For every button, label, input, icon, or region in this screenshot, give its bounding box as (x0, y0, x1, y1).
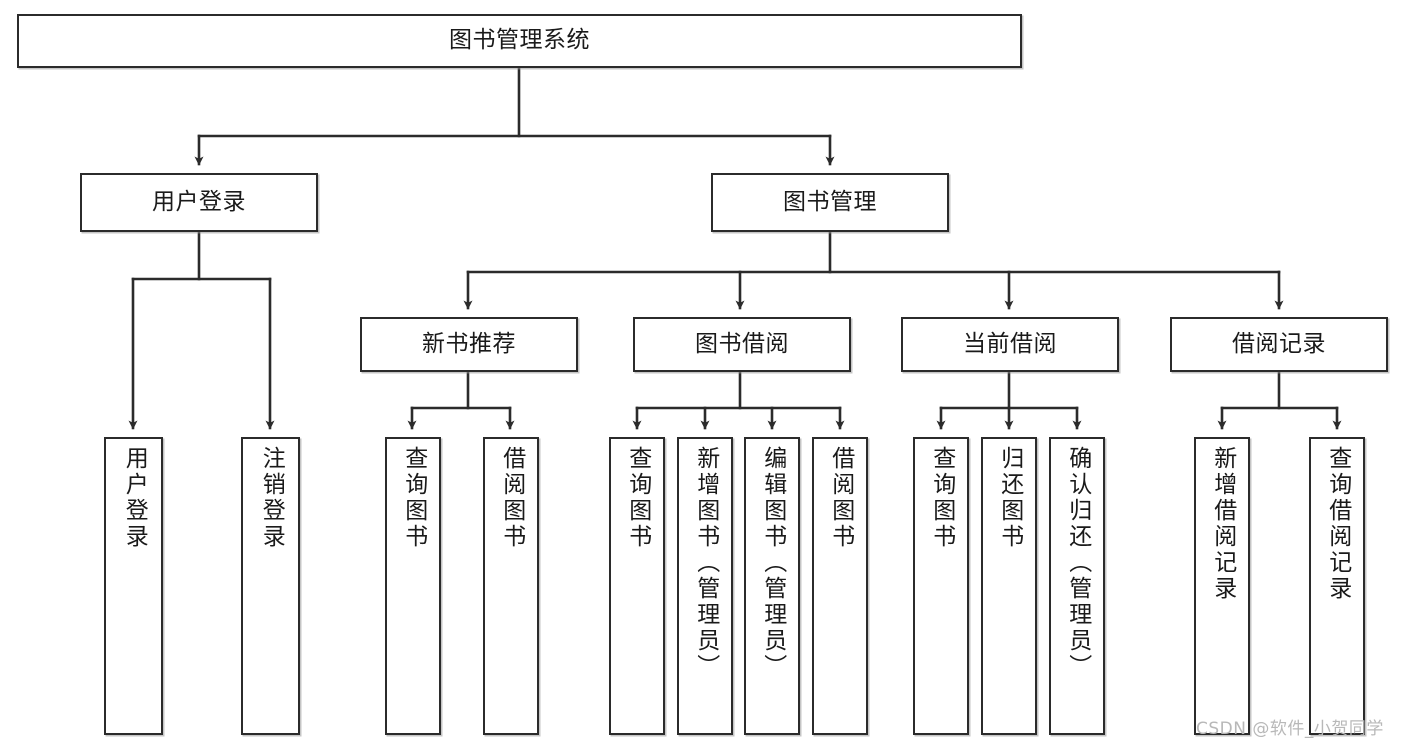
node-book-borrow[interactable]: 图书借阅 (633, 317, 851, 372)
node-leaf-return-book[interactable]: 归还图书 (981, 437, 1037, 735)
node-leaf-query-borrow-record[interactable]: 查询借阅记录 (1309, 437, 1365, 735)
node-label: 当前借阅 (963, 330, 1057, 357)
node-label: 图书管理系统 (449, 27, 590, 54)
node-label: 归还图书 (996, 446, 1023, 550)
node-label: 注销登录 (258, 446, 285, 550)
node-leaf-add-borrow-record[interactable]: 新增借阅记录 (1194, 437, 1250, 735)
node-leaf-confirm-return-admin[interactable]: 确认归还（管理员） (1049, 437, 1105, 735)
node-user-login[interactable]: 用户登录 (80, 173, 318, 232)
node-leaf-edit-book-admin[interactable]: 编辑图书（管理员） (744, 437, 800, 735)
node-label: 编辑图书（管理员） (759, 446, 786, 680)
node-leaf-logout-login[interactable]: 注销登录 (241, 437, 300, 735)
node-label: 图书借阅 (695, 330, 789, 357)
node-label: 查询借阅记录 (1324, 446, 1351, 602)
node-leaf-query-book-1[interactable]: 查询图书 (385, 437, 441, 735)
node-label: 新增借阅记录 (1209, 446, 1236, 602)
node-label: 用户登录 (152, 188, 246, 215)
node-borrow-record[interactable]: 借阅记录 (1170, 317, 1388, 372)
node-leaf-query-book-2[interactable]: 查询图书 (609, 437, 665, 735)
node-label: 借阅图书 (498, 446, 525, 550)
node-leaf-borrow-book-2[interactable]: 借阅图书 (812, 437, 868, 735)
node-label: 借阅图书 (827, 446, 854, 550)
node-leaf-query-book-3[interactable]: 查询图书 (913, 437, 969, 735)
node-label: 借阅记录 (1232, 330, 1326, 357)
node-book-management-system[interactable]: 图书管理系统 (17, 14, 1022, 68)
node-label: 新书推荐 (422, 330, 516, 357)
node-label: 查询图书 (624, 446, 651, 550)
node-leaf-user-login[interactable]: 用户登录 (104, 437, 163, 735)
node-label: 图书管理 (783, 188, 877, 215)
csdn-watermark: CSDN @软件_小贺同学 (1196, 719, 1384, 739)
node-new-book-recommend[interactable]: 新书推荐 (360, 317, 578, 372)
node-label: 新增图书（管理员） (692, 446, 719, 680)
node-label: 确认归还（管理员） (1064, 446, 1091, 680)
node-book-manage[interactable]: 图书管理 (711, 173, 949, 232)
node-current-borrow[interactable]: 当前借阅 (901, 317, 1119, 372)
node-leaf-add-book-admin[interactable]: 新增图书（管理员） (677, 437, 733, 735)
node-label: 用户登录 (121, 446, 148, 550)
node-label: 查询图书 (928, 446, 955, 550)
node-leaf-borrow-book-1[interactable]: 借阅图书 (483, 437, 539, 735)
node-label: 查询图书 (400, 446, 427, 550)
